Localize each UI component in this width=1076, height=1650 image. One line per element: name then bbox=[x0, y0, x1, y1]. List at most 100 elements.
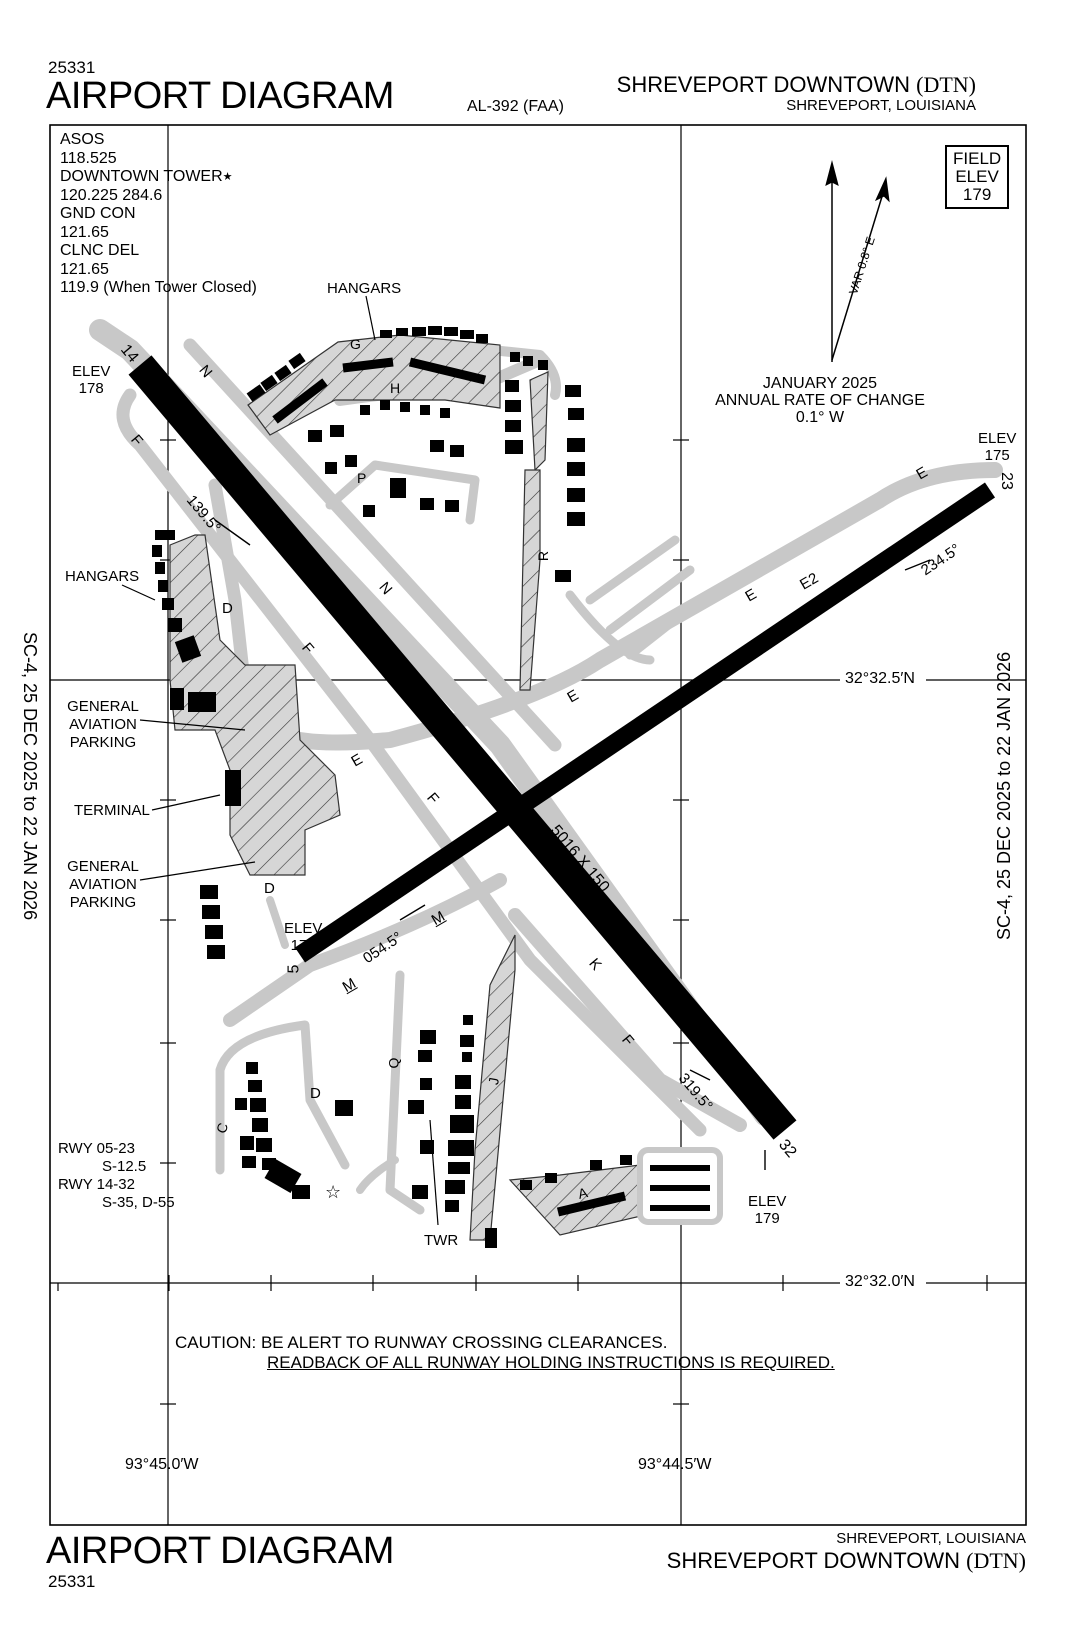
terminal-label: TERMINAL bbox=[74, 802, 150, 819]
comm-line: 120.225 284.6 bbox=[60, 186, 163, 204]
city-state-top: SHREVEPORT, LOUISIANA bbox=[786, 97, 976, 114]
comm-line: CLNC DEL bbox=[60, 242, 140, 259]
taxiway-n-east bbox=[183, 338, 562, 752]
comm-line: 121.65 bbox=[60, 223, 109, 241]
tower-star-icon: ☆ bbox=[325, 1182, 341, 1203]
rwy-end-23: 23 bbox=[997, 472, 1015, 490]
apron-north-hangars bbox=[247, 334, 501, 436]
page-title-bottom: AIRPORT DIAGRAM bbox=[46, 1530, 394, 1572]
elev-label: ELEV bbox=[978, 430, 1017, 447]
apron-north-strip bbox=[529, 371, 549, 472]
taxiway-label: H bbox=[390, 380, 401, 396]
field-elev-line1: FIELD bbox=[953, 149, 1002, 168]
epoch-line1: JANUARY 2025 bbox=[762, 375, 878, 392]
epoch-line3: 0.1° W bbox=[795, 409, 845, 426]
page-title-top: AIRPORT DIAGRAM bbox=[46, 75, 394, 117]
long-hangars bbox=[272, 357, 627, 1217]
north-arrow bbox=[825, 160, 890, 362]
taxiway-e bbox=[292, 462, 1003, 751]
field-elev-value: 179 bbox=[962, 185, 992, 204]
pointer-lines bbox=[121, 295, 439, 1226]
apron-n-connector bbox=[519, 469, 541, 691]
buildings bbox=[152, 326, 632, 1248]
caution-note: CAUTION: BE ALERT TO RUNWAY CROSSING CLE… bbox=[175, 1333, 835, 1373]
apron-south-j bbox=[469, 934, 516, 1241]
chart-id-bottom: 25331 bbox=[48, 1572, 96, 1591]
comm-line: GND CON bbox=[60, 205, 136, 222]
ga-parking-line: AVIATION bbox=[69, 716, 137, 733]
comm-line: DOWNTOWN TOWER★ bbox=[60, 168, 257, 187]
elev-label: ELEV bbox=[284, 920, 323, 937]
elev-value: 179 bbox=[754, 1210, 780, 1227]
taxiway-f bbox=[116, 388, 707, 1137]
strength-line: RWY 14-32 bbox=[58, 1176, 135, 1193]
hangars-west-label: HANGARS bbox=[65, 568, 140, 585]
airport-name-text: SHREVEPORT DOWNTOWN bbox=[616, 72, 910, 97]
epoch-line2: ANNUAL RATE OF CHANGE bbox=[715, 392, 925, 409]
chart-id-top: 25331 bbox=[48, 58, 96, 77]
taxiway-p bbox=[325, 460, 480, 525]
field-elevation-box: FIELD ELEV 179 bbox=[945, 145, 1010, 209]
longitude-west: 93°45.0′W bbox=[125, 1456, 199, 1473]
airport-name-top: SHREVEPORT DOWNTOWN (DTN) bbox=[617, 72, 976, 98]
ga-parking-label-1: GENERAL AVIATION PARKING bbox=[58, 698, 148, 752]
elev-value: 178 bbox=[78, 380, 104, 397]
airport-name-text: SHREVEPORT DOWNTOWN bbox=[666, 1548, 960, 1573]
ga-parking-line: GENERAL bbox=[67, 698, 139, 715]
taxiway-label: R bbox=[535, 550, 552, 562]
taxiway-label: D bbox=[310, 1085, 321, 1102]
comm-line: ASOS bbox=[60, 131, 105, 148]
strength-line: RWY 05-23 bbox=[58, 1140, 135, 1157]
field-elev-line2: ELEV bbox=[955, 167, 999, 186]
taxiway-apron-spurs bbox=[565, 535, 705, 665]
strength-line: S-12.5 bbox=[102, 1158, 147, 1175]
taxiway-c bbox=[215, 1020, 350, 1175]
apron-areas bbox=[169, 334, 646, 1241]
tower-label: TWR bbox=[424, 1232, 459, 1249]
longitude-east: 93°44.5′W bbox=[638, 1456, 712, 1473]
elev-label: ELEV bbox=[72, 363, 111, 380]
latitude-north: 32°32.5′N bbox=[842, 670, 918, 688]
ga-parking-line: GENERAL bbox=[67, 858, 139, 875]
runway-14-32 bbox=[128, 355, 797, 1140]
caution-line2: READBACK OF ALL RUNWAY HOLDING INSTRUCTI… bbox=[267, 1353, 835, 1372]
rwy23-elevation: ELEV 175 bbox=[978, 430, 1016, 464]
latitude-south: 32°32.0′N bbox=[842, 1273, 918, 1291]
rwy32-elevation: ELEV 179 bbox=[748, 1193, 786, 1227]
comm-tower-label: DOWNTOWN TOWER bbox=[60, 168, 223, 185]
procedure-id: AL-392 (FAA) bbox=[467, 98, 564, 115]
caution-line1: CAUTION: BE ALERT TO RUNWAY CROSSING CLE… bbox=[175, 1333, 668, 1352]
taxiway-label: G bbox=[350, 336, 361, 352]
taxiway-g-spur bbox=[356, 1156, 399, 1194]
strength-line: S-35, D-55 bbox=[102, 1194, 175, 1211]
taxiway-lower-e-spur bbox=[266, 896, 289, 949]
comm-line: 118.525 bbox=[60, 149, 117, 167]
ga-parking-line: PARKING bbox=[69, 734, 137, 751]
taxiway-label: P bbox=[357, 470, 367, 486]
comm-line: 121.65 bbox=[60, 260, 109, 278]
apron-west-hangars bbox=[169, 534, 341, 876]
taxiway-label: Q bbox=[385, 1057, 402, 1069]
city-state-bottom: SHREVEPORT, LOUISIANA bbox=[836, 1530, 1026, 1547]
magnetic-epoch: JANUARY 2025 ANNUAL RATE OF CHANGE 0.1° … bbox=[700, 375, 940, 426]
airport-name-bottom: SHREVEPORT DOWNTOWN (DTN) bbox=[667, 1548, 1026, 1574]
rwy-end-5: 5 bbox=[285, 964, 303, 974]
runway-strength-block: RWY 05-23 S-12.5 RWY 14-32 S-35, D-55 bbox=[58, 1140, 175, 1212]
ga-parking-label-2: GENERAL AVIATION PARKING bbox=[58, 858, 148, 912]
airport-code: (DTN) bbox=[966, 1548, 1026, 1573]
elev-label: ELEV bbox=[748, 1193, 787, 1210]
rwy14-elevation: ELEV 178 bbox=[72, 363, 110, 397]
tower-star-icon: ★ bbox=[222, 171, 233, 183]
taxiway-label: D bbox=[264, 880, 275, 897]
taxiway-g bbox=[390, 335, 561, 400]
elev-value: 173 bbox=[290, 937, 316, 954]
taxiway-k bbox=[508, 908, 747, 1132]
runway-05-23 bbox=[294, 482, 996, 963]
taxiway-m bbox=[223, 873, 507, 1027]
airport-code: (DTN) bbox=[916, 72, 976, 97]
communications-block: ASOS 118.525 DOWNTOWN TOWER★ 120.225 284… bbox=[60, 131, 257, 298]
elev-value: 175 bbox=[984, 447, 1010, 464]
rwy5-elevation: ELEV 173 bbox=[284, 920, 322, 954]
t-hangar-block bbox=[637, 1147, 723, 1225]
